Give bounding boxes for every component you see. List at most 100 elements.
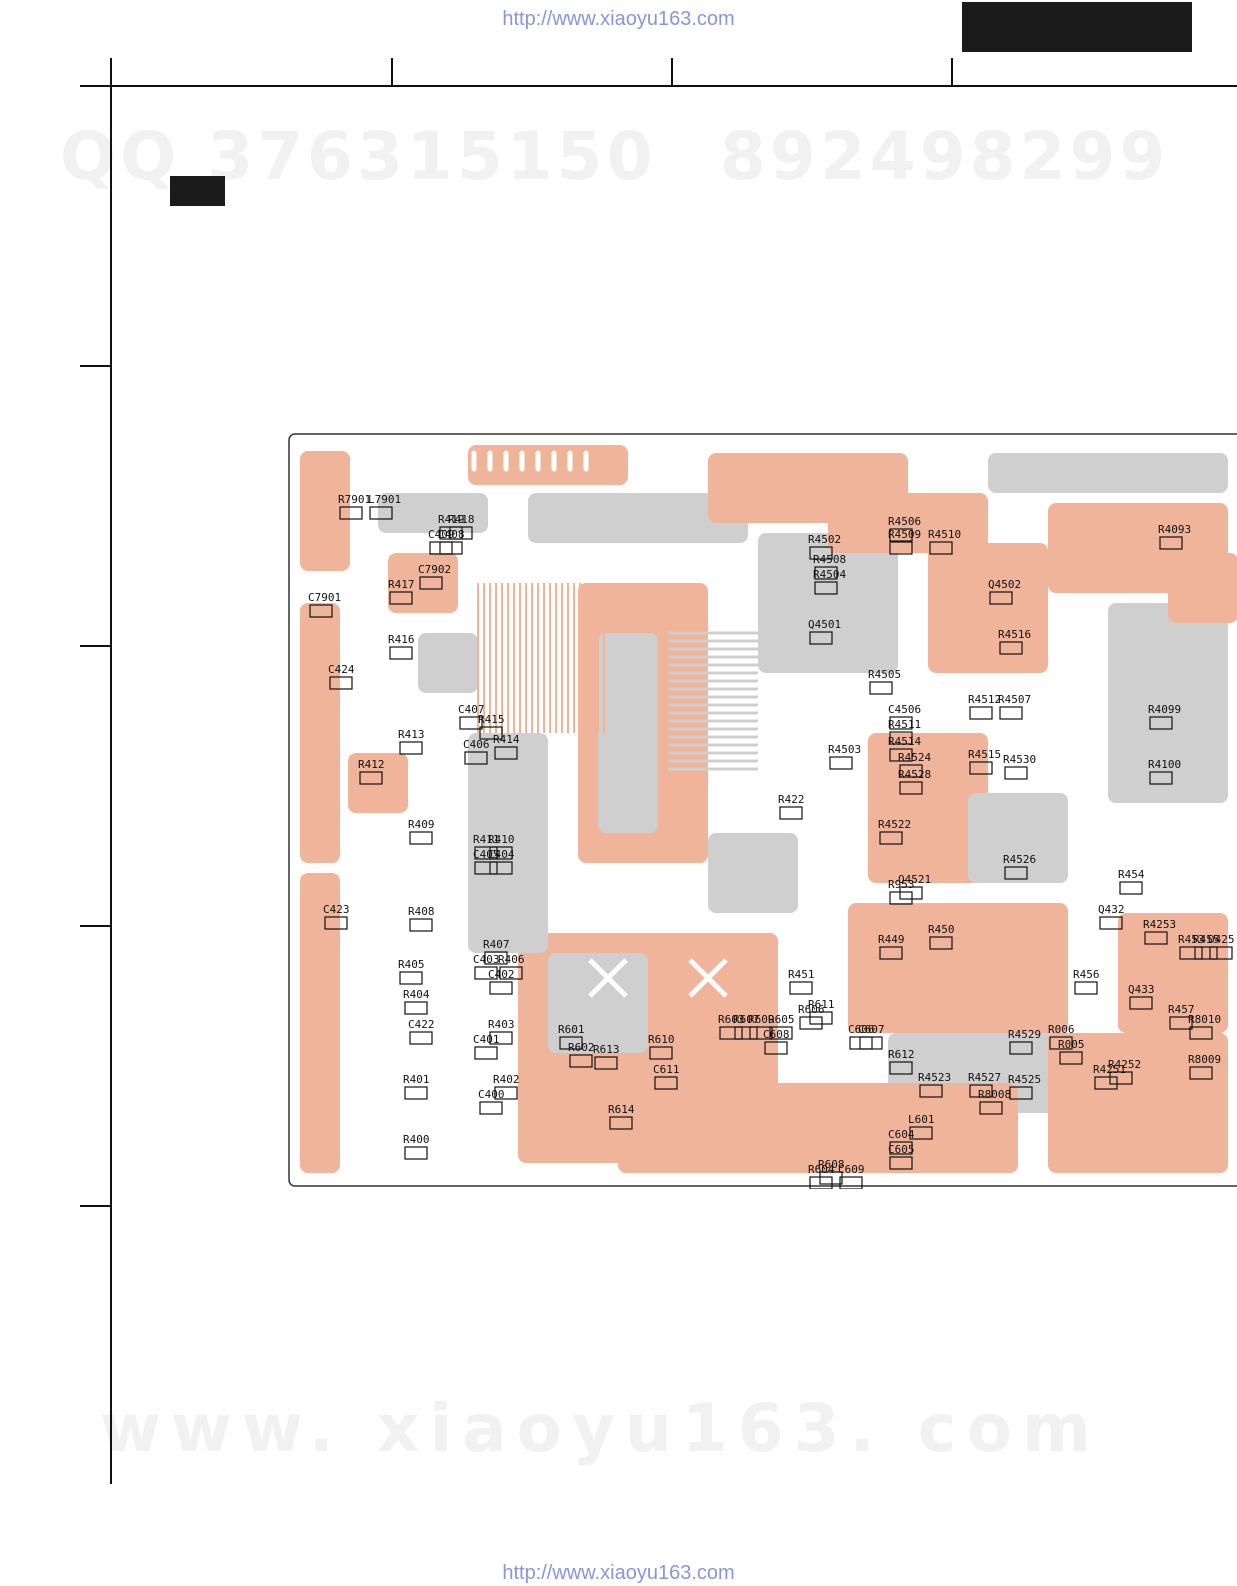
label-r407: R407: [483, 938, 510, 951]
label-r610: R610: [648, 1033, 675, 1046]
label-c423: C423: [323, 903, 350, 916]
pad-r8008: [979, 1101, 1003, 1115]
label-r601: R601: [558, 1023, 585, 1036]
label-r005: R005: [1058, 1038, 1085, 1051]
label-r4526: R4526: [1003, 853, 1036, 866]
label-r415: R415: [478, 713, 505, 726]
label-r4510: R4510: [928, 528, 961, 541]
pad-r414: [494, 746, 518, 760]
pad-c402: [489, 981, 513, 995]
pad-c607: [859, 1036, 883, 1050]
pour-29: [1168, 553, 1237, 623]
pad-r602: [569, 1054, 593, 1068]
label-r8008: R8008: [978, 1088, 1011, 1101]
label-r414: R414: [493, 733, 520, 746]
label-r455: R455: [1193, 933, 1220, 946]
pad-r4508: [814, 566, 838, 580]
label-r413: R413: [398, 728, 425, 741]
watermark-qq-left: QQ 376315150: [60, 118, 657, 195]
label-r412: R412: [358, 758, 385, 771]
pad-c609: [839, 1176, 863, 1189]
label-q4501: Q4501: [808, 618, 841, 631]
pad-r4509: [889, 541, 913, 555]
pad-c404: [489, 861, 513, 875]
label-c405: C405: [473, 848, 500, 861]
label-c605: C605: [888, 1143, 915, 1156]
label-r4516: R4516: [998, 628, 1031, 641]
pour-27: [708, 833, 798, 913]
pad-r005: [1059, 1051, 1083, 1065]
label-r454: R454: [1118, 868, 1145, 881]
label-l601: L601: [908, 1113, 935, 1126]
source-url-bottom[interactable]: http://www.xiaoyu163.com: [502, 1562, 735, 1584]
label-c607: C607: [858, 1023, 885, 1036]
label-r4511: R4511: [888, 718, 921, 731]
pad-r456: [1074, 981, 1098, 995]
label-r4505: R4505: [868, 668, 901, 681]
label-r4099: R4099: [1148, 703, 1181, 716]
pad-r402: [494, 1086, 518, 1100]
pad-r4526: [1004, 866, 1028, 880]
label-r606: R606: [798, 1003, 825, 1016]
pour-3: [378, 493, 488, 533]
pad-r449: [879, 946, 903, 960]
pad-r604: [809, 1176, 833, 1189]
label-r4522: R4522: [878, 818, 911, 831]
label-l7901: L7901: [368, 493, 401, 506]
label-r400: R400: [403, 1133, 430, 1146]
label-r4523: R4523: [918, 1071, 951, 1084]
title-bar: [962, 2, 1192, 52]
pour-26: [348, 753, 408, 813]
label-r4506: R4506: [888, 515, 921, 528]
pour-6: [528, 493, 748, 543]
label-r611: R611: [808, 998, 835, 1011]
pad-layer: [309, 506, 1233, 1189]
pad-r457: [1169, 1016, 1193, 1030]
pad-r400: [404, 1146, 428, 1160]
pad-r8009: [1189, 1066, 1213, 1080]
label-r4093: R4093: [1158, 523, 1191, 536]
source-url-top[interactable]: http://www.xiaoyu163.com: [502, 8, 735, 30]
pour-12: [758, 533, 898, 673]
label-r604: R604: [808, 1163, 835, 1176]
pad-r4251: [1094, 1076, 1118, 1090]
label-c402: C402: [488, 968, 515, 981]
pour-15: [988, 453, 1228, 493]
label-q433: Q433: [1128, 983, 1155, 996]
pad-c424: [329, 676, 353, 690]
label-r4100: R4100: [1148, 758, 1181, 771]
pad-r609: [749, 1026, 773, 1040]
label-c409: C409: [428, 528, 455, 541]
label-c424: C424: [328, 663, 355, 676]
pad-r4515: [969, 761, 993, 775]
label-r603: R603: [718, 1013, 745, 1026]
label-r953: R953: [888, 878, 915, 891]
pad-r422: [779, 806, 803, 820]
pad-r412: [359, 771, 383, 785]
pad-c611: [654, 1076, 678, 1090]
pad-r411: [474, 846, 498, 860]
label-c606: C606: [848, 1023, 875, 1036]
label-r403: R403: [488, 1018, 515, 1031]
pad-r4524: [899, 764, 923, 778]
label-c4506: C4506: [888, 703, 921, 716]
pad-r403: [489, 1031, 513, 1045]
label-r612: R612: [888, 1048, 915, 1061]
pad-r405: [399, 971, 423, 985]
pad-r4523: [919, 1084, 943, 1098]
pad-c605: [889, 1156, 913, 1170]
label-r404: R404: [403, 988, 430, 1001]
watermark-qq-right: 892498299: [720, 118, 1170, 195]
pour-2: [300, 873, 340, 1173]
pad-r614: [609, 1116, 633, 1130]
pad-c401: [474, 1046, 498, 1060]
label-r451: R451: [788, 968, 815, 981]
pad-d425: [1209, 946, 1233, 960]
pad-r8010: [1189, 1026, 1213, 1040]
pad-r607: [734, 1026, 758, 1040]
label-r4507: R4507: [998, 693, 1031, 706]
label-r457: R457: [1168, 1003, 1195, 1016]
label-r4512: R4512: [968, 693, 1001, 706]
label-r419: R419: [438, 513, 465, 526]
label-c400: C400: [478, 1088, 505, 1101]
